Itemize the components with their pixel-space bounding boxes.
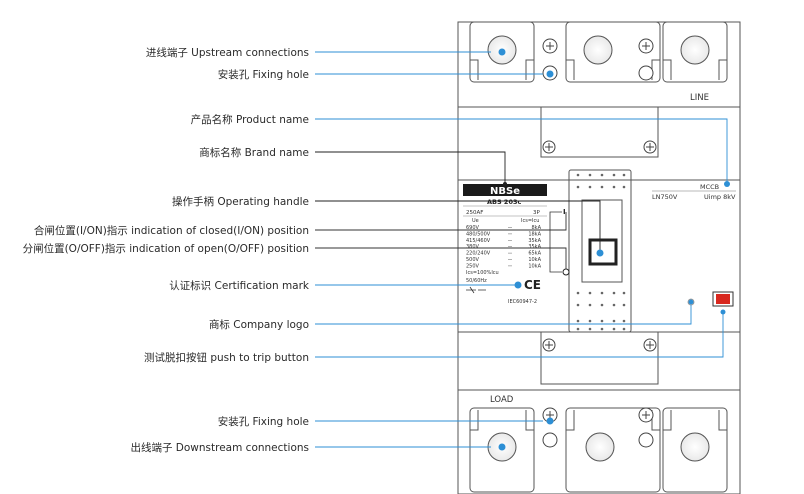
rating-icu: 8kA — [532, 225, 542, 231]
rating-voltage: 690V — [466, 225, 480, 231]
label-certification-mark: 认证标识 Certification mark — [169, 279, 310, 292]
rating-voltage: 500V — [466, 257, 480, 263]
brand-bar — [463, 184, 547, 196]
label-closed-indication: 合闸位置(I/ON)指示 indication of closed(I/ON) … — [34, 224, 309, 237]
terminal-hole — [680, 35, 710, 65]
label-company-logo: 商标 Company logo — [209, 318, 309, 331]
rating-table: 690V 8kA 480/500V 18kA 415/460V 35kA 380V 35kA 2… — [466, 225, 542, 269]
rating-voltage: 380V — [466, 244, 480, 250]
col-icu: Ics=Icu — [521, 218, 539, 224]
label-push-to-trip: 测试脱扣按钮 push to trip button — [144, 351, 309, 364]
terminal-hole — [583, 35, 613, 65]
line-label: LINE — [690, 93, 709, 103]
leader-dots — [498, 48, 730, 451]
callout-labels: 进线端子 Upstream connections 安装孔 Fixing hol… — [23, 46, 310, 454]
leader-lines — [315, 51, 728, 448]
rating-icu: 18kA — [528, 231, 541, 237]
label-fixing-hole-bottom: 安装孔 Fixing hole — [218, 415, 309, 428]
ics-note: Ics=100%Icu — [466, 270, 499, 276]
rating-voltage: 415/460V — [466, 238, 491, 244]
rating-icu: 65kA — [528, 251, 541, 257]
rating-voltage: 220/240V — [466, 251, 491, 257]
load-label: LOAD — [490, 395, 514, 405]
label-brand-name: 商标名称 Brand name — [199, 146, 309, 159]
downstream-terminals — [487, 432, 710, 462]
label-downstream-connections: 出线端子 Downstream connections — [130, 441, 309, 454]
model-text: ABS 203c — [487, 198, 521, 206]
rating-voltage: 250V — [466, 263, 480, 269]
poles-text: 3P — [533, 210, 540, 216]
rating-voltage: 480/500V — [466, 231, 491, 237]
label-fixing-hole-top: 安装孔 Fixing hole — [218, 68, 309, 81]
on-mark: I — [563, 208, 566, 216]
push-to-trip-button[interactable] — [712, 291, 734, 307]
switch-symbol-icon — [466, 286, 486, 294]
frame-text: 250AF — [466, 210, 483, 216]
rating-icu: 35kA — [528, 238, 541, 244]
label-product-name: 产品名称 Product name — [191, 113, 309, 126]
ln-spec: LN750V — [652, 193, 678, 201]
rating-icu: 35kA — [528, 244, 541, 250]
label-upstream-connections: 进线端子 Upstream connections — [146, 46, 309, 59]
terminal-hole — [680, 432, 710, 462]
mccb-text: MCCB — [700, 183, 719, 191]
freq-text: 50/60Hz — [466, 278, 487, 284]
rating-icu: 10kA — [528, 263, 541, 269]
standard-text: IEC60947-2 — [508, 299, 537, 305]
handle-frame — [568, 169, 632, 333]
ce-mark: CE — [524, 278, 541, 292]
col-ue: Ue — [472, 218, 479, 224]
rating-icu: 10kA — [528, 257, 541, 263]
label-operating-handle: 操作手柄 Operating handle — [172, 195, 309, 208]
brand-leader-dot — [503, 182, 507, 186]
brand-text: NBSe — [490, 186, 520, 197]
uimp-spec: Uimp 8kV — [704, 193, 736, 201]
label-open-indication: 分闸位置(O/OFF)指示 indication of open(O/OFF) … — [23, 242, 309, 255]
nameplate: NBSe ABS 203c 250AF 3P Ue Ics=Icu 690V 8k… — [463, 184, 547, 305]
terminal-hole — [585, 432, 615, 462]
